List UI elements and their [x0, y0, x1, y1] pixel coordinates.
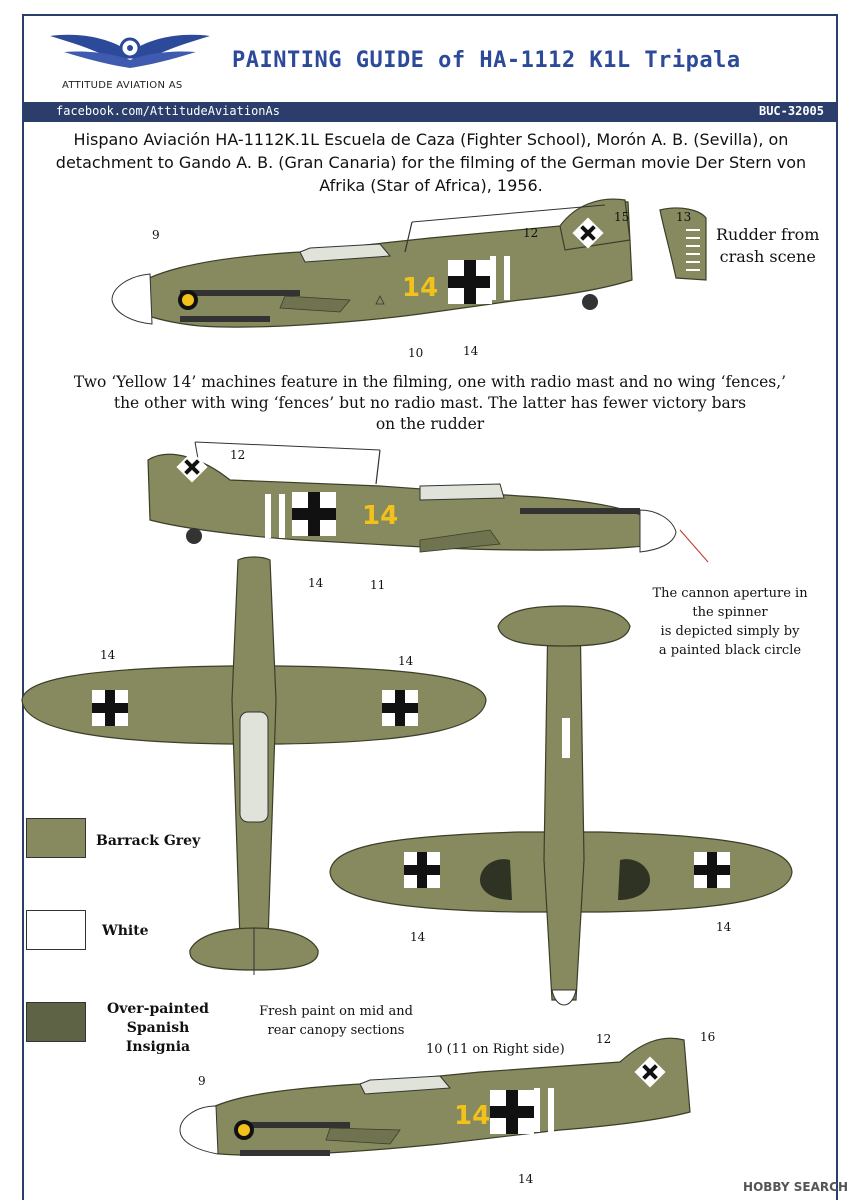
callout-number: 14: [398, 654, 414, 668]
callout-number: 14: [308, 576, 324, 590]
callout-number: 15: [614, 210, 630, 224]
callout-number: 12: [230, 448, 246, 462]
callout-number: 16: [700, 1030, 716, 1044]
callout-number: 14: [716, 920, 732, 934]
description-line: detachment to Gando A. B. (Gran Canaria)…: [55, 153, 807, 172]
callout-number: 12: [596, 1032, 612, 1046]
page-title: PAINTING GUIDE of HA-1112 K1L Tripala: [232, 48, 741, 73]
fuselage-code: 14: [454, 1101, 490, 1131]
callout-number: 10: [408, 346, 424, 360]
callout-number: 13: [676, 210, 692, 224]
legend-swatch-overpainted: [26, 1002, 86, 1042]
filming-note-line: on the rudder: [375, 415, 485, 433]
fresh-paint-note: Fresh paint on mid and rear canopy secti…: [246, 1002, 426, 1040]
legend-label-line: Spanish Insignia: [125, 1020, 191, 1055]
description-line: Afrika (Star of Africa), 1956.: [319, 176, 543, 195]
legend-swatch-barrack-grey: [26, 818, 86, 858]
info-bar: facebook.com/AttitudeAviationAs BUC-3200…: [24, 102, 836, 122]
top-view: [21, 556, 487, 975]
wings-logo-icon: [50, 34, 210, 68]
fuselage-code: 14: [362, 501, 398, 531]
watermark: HOBBY SEARCH: [743, 1180, 848, 1194]
victory-bars: [686, 229, 700, 271]
profile-right: [147, 441, 677, 553]
filming-note-line: Two ‘Yellow 14’ machines feature in the …: [73, 373, 787, 391]
filming-note-line: the other with wing ‘fences’ but no radi…: [113, 394, 747, 412]
fresh-paint-note-line: Fresh paint on mid and: [259, 1004, 413, 1019]
legend-swatch-white: [26, 910, 86, 950]
cannon-note-line: The cannon aperture in: [652, 586, 808, 601]
fuselage-code: 14: [402, 273, 438, 303]
description-line: Hispano Aviación HA-1112K.1L Escuela de …: [73, 130, 789, 149]
callout-number: 12: [523, 226, 539, 240]
right-side-note: 10 (11 on Right side): [426, 1042, 565, 1057]
page-frame: [22, 14, 838, 1200]
legend-label-overpainted: Over-painted Spanish Insignia: [98, 1000, 218, 1057]
scheme-description: Hispano Aviación HA-1112K.1L Escuela de …: [36, 128, 826, 197]
legend-label-line: Over-painted: [107, 1001, 209, 1017]
cannon-note: The cannon aperture in the spinner is de…: [640, 584, 820, 660]
logo-text: ATTITUDE AVIATION AS: [62, 80, 183, 91]
callout-number: 14: [463, 344, 479, 358]
profile-left-bottom: [179, 1037, 691, 1156]
bottom-view: [329, 605, 793, 1006]
callout-number: 9: [152, 228, 160, 242]
fresh-paint-note-line: rear canopy sections: [267, 1023, 405, 1038]
product-code: BUC-32005: [758, 104, 824, 118]
callout-number: 14: [518, 1172, 534, 1186]
cannon-pointer: [679, 529, 709, 563]
callout-number: 14: [410, 930, 426, 944]
callout-number: 14: [100, 648, 116, 662]
cannon-note-line: the spinner: [692, 605, 768, 620]
callout-number: 11: [370, 578, 386, 592]
rudder-note-line: Rudder from: [716, 225, 820, 244]
cannon-note-line: a painted black circle: [658, 643, 802, 658]
cannon-note-line: is depicted simply by: [660, 624, 800, 639]
legend-label-barrack-grey: Barrack Grey: [96, 833, 201, 849]
profile-left-top: [111, 198, 633, 328]
rudder-note: Rudder from crash scene: [716, 224, 819, 268]
rudder-note-line: crash scene: [719, 247, 816, 266]
facebook-link[interactable]: facebook.com/AttitudeAviationAs: [56, 104, 280, 118]
filming-note: Two ‘Yellow 14’ machines feature in the …: [50, 372, 810, 435]
callout-number: 9: [198, 1074, 206, 1088]
legend-label-white: White: [102, 923, 149, 939]
